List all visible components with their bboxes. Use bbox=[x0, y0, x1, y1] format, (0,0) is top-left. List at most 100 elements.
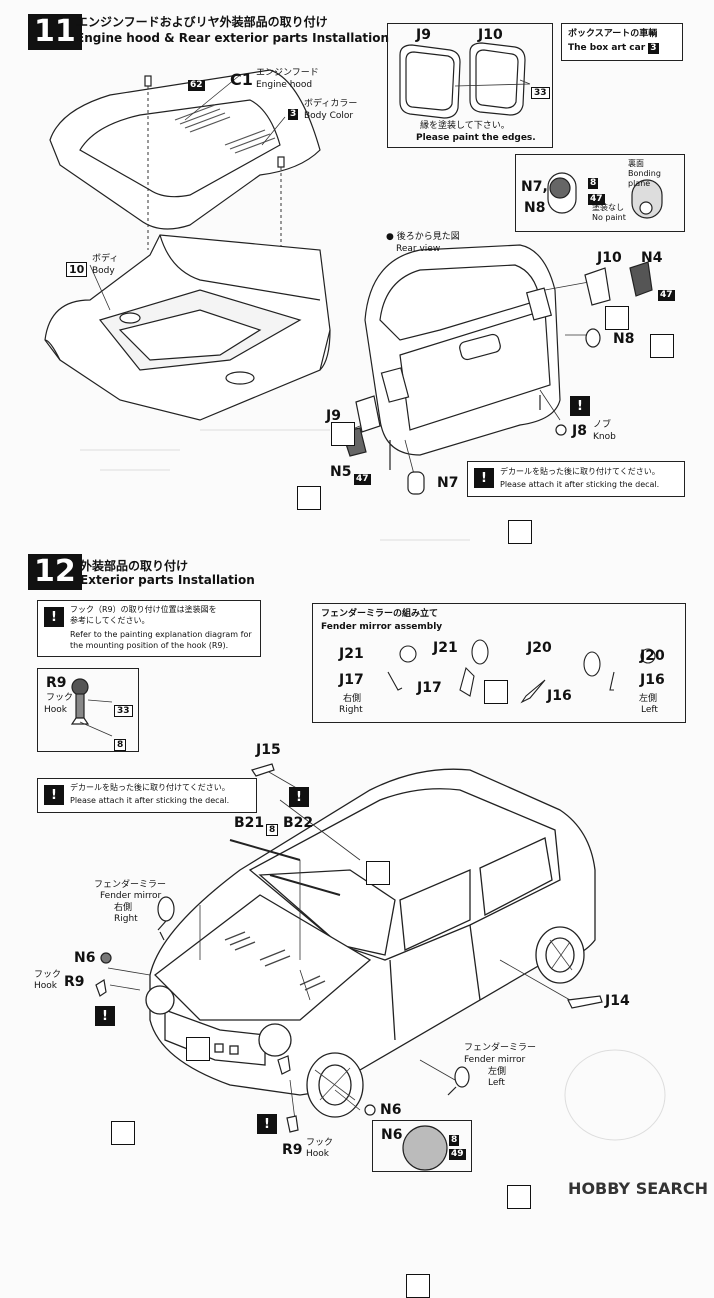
body-color-en: Body Color bbox=[304, 111, 354, 121]
watermark: HOBBY SEARCH bbox=[568, 1179, 708, 1198]
right-side-en: Right bbox=[114, 914, 138, 924]
j20-assembly-label: J20 bbox=[527, 640, 552, 656]
part-r9-label: R9 bbox=[64, 974, 85, 990]
left-side-en: Left bbox=[488, 1078, 505, 1088]
color-8-badge: 8 bbox=[588, 178, 599, 189]
decal-icon bbox=[186, 1037, 210, 1061]
part-r9-lower-label: R9 bbox=[282, 1142, 303, 1158]
lens-panel: J9 J10 33 縁を塗装して下さい。 Please paint the ed… bbox=[387, 23, 553, 148]
lens-j10-label: J10 bbox=[478, 27, 503, 43]
decal-icon bbox=[605, 306, 629, 330]
hook-part-panel: R9 フック Hook 33 8 bbox=[37, 668, 139, 752]
mirror-assembly-panel: フェンダーミラーの組み立て Fender mirror assembly J21… bbox=[312, 603, 686, 723]
hook-en: Hook bbox=[34, 981, 57, 991]
hook-note-en1: Refer to the painting explanation diagra… bbox=[70, 630, 252, 639]
part-n6-label: N6 bbox=[74, 950, 96, 966]
part-n7-label: N7 bbox=[437, 475, 459, 491]
step-number-11: 11 bbox=[28, 14, 82, 50]
rear-view-jp: ● 後ろから見た図 bbox=[386, 232, 460, 242]
boxart-jp: ボックスアートの車輌 bbox=[568, 29, 658, 39]
left-side-jp: 左側 bbox=[488, 1067, 507, 1077]
no-paint-jp: 塗装なし bbox=[592, 203, 624, 212]
color-47-badge: 47 bbox=[588, 194, 605, 205]
part-n4-label: N4 bbox=[641, 250, 663, 266]
back-side-jp: 裏面 bbox=[628, 159, 644, 168]
engine-hood-en: Engine hood bbox=[256, 80, 313, 90]
n6-color-49: 49 bbox=[449, 1149, 466, 1160]
decal-note2-en: Please attach it after sticking the deca… bbox=[70, 796, 230, 805]
decal-icon bbox=[111, 1121, 135, 1145]
step-number-12: 12 bbox=[28, 554, 82, 590]
decal-note2-panel: ! デカールを貼った後に取り付けてください。 Please attach it … bbox=[37, 778, 257, 813]
decal-icon bbox=[507, 1185, 531, 1209]
body-part-badge: 10 bbox=[66, 258, 88, 277]
glue-icon: ! bbox=[570, 396, 590, 416]
knob-jp: ノブ bbox=[593, 420, 612, 430]
hook-note-jp1: フック（R9）の取り付け位置は塗装図を bbox=[70, 605, 217, 614]
hook-jp: フック bbox=[46, 693, 74, 703]
n5-color-badge: 47 bbox=[354, 474, 371, 485]
body-en: Body bbox=[92, 266, 115, 276]
glue-icon: ! bbox=[257, 1114, 277, 1134]
decal-note2-jp: デカールを貼った後に取り付けてください。 bbox=[70, 783, 230, 792]
decal-icon bbox=[297, 486, 321, 510]
decal-icon bbox=[484, 680, 508, 704]
j17-right-label: J17 bbox=[339, 672, 364, 688]
lens-note-en: Please paint the edges. bbox=[416, 133, 536, 143]
n4-color-badge: 47 bbox=[658, 290, 675, 301]
hook-jp: フック bbox=[34, 970, 62, 980]
fender-mirror-right-en: Fender mirror bbox=[100, 891, 162, 901]
glue-icon: ! bbox=[95, 1006, 115, 1026]
part-n8-label: N8 bbox=[613, 331, 635, 347]
back-side-en: Bonding plane bbox=[628, 169, 661, 188]
glue-icon: ! bbox=[289, 787, 309, 807]
j17-assembly-label: J17 bbox=[417, 680, 442, 696]
lens-color-badge: 33 bbox=[531, 80, 550, 99]
part-n6-lower-label: N6 bbox=[380, 1102, 402, 1118]
knob-en: Knob bbox=[593, 432, 616, 442]
step11-title-jp: エンジンフードおよびリヤ外装部品の取り付け bbox=[76, 15, 328, 29]
part-j15-label: J15 bbox=[256, 742, 281, 758]
rear-view-en: Rear view bbox=[396, 244, 441, 254]
mirror-title-jp: フェンダーミラーの組み立て bbox=[321, 609, 439, 619]
body-color-badge: 3 bbox=[288, 109, 299, 120]
glue-icon: ! bbox=[44, 607, 64, 627]
no-paint-en: No paint bbox=[592, 213, 626, 222]
line-art bbox=[44, 42, 666, 1171]
left-jp: 左側 bbox=[639, 694, 658, 704]
decal-icon bbox=[331, 422, 355, 446]
left-en: Left bbox=[641, 705, 658, 715]
decal-icon bbox=[366, 861, 390, 885]
engine-hood-jp: エンジンフード bbox=[256, 68, 319, 78]
j16-left-label: J16 bbox=[640, 672, 665, 688]
body-jp: ボディ bbox=[92, 254, 119, 264]
part-j14-label: J14 bbox=[605, 993, 630, 1009]
hook-lower-jp: フック bbox=[306, 1138, 334, 1148]
glue-icon: ! bbox=[474, 468, 494, 488]
hook-color-33: 33 bbox=[114, 698, 133, 717]
hook-r9-label: R9 bbox=[46, 675, 67, 691]
part-j9-label: J9 bbox=[326, 408, 341, 424]
n8-label: N8 bbox=[524, 200, 546, 216]
part-n5-label: N5 bbox=[330, 464, 352, 480]
step12-title-en: Exterior parts Installation bbox=[80, 573, 255, 587]
step12-title-jp: 外装部品の取り付け bbox=[80, 559, 189, 573]
hook-en: Hook bbox=[44, 705, 67, 715]
fender-mirror-left-en: Fender mirror bbox=[464, 1055, 526, 1065]
mirror-title-en: Fender mirror assembly bbox=[321, 622, 443, 632]
n6-box-label: N6 bbox=[381, 1127, 403, 1143]
glue-icon: ! bbox=[44, 785, 64, 805]
right-side-jp: 右側 bbox=[114, 903, 133, 913]
j21-right-label: J21 bbox=[339, 646, 364, 662]
decal-icon bbox=[406, 1274, 430, 1298]
fender-mirror-right-jp: フェンダーミラー bbox=[94, 880, 167, 890]
boxart-panel: ボックスアートの車輌 The box art car 3 bbox=[561, 23, 683, 61]
part-b22-label: B22 bbox=[283, 815, 314, 831]
hook-note-en2: the mounting position of the hook (R9). bbox=[70, 641, 229, 650]
bonding-panel: N7, N8 8 47 塗装なし No paint 裏面 Bonding pla… bbox=[515, 154, 685, 232]
boxart-en: The box art car 3 bbox=[568, 43, 659, 54]
step11-title-en: Engine hood & Rear exterior parts Instal… bbox=[76, 31, 390, 45]
hook-note-panel: ! フック（R9）の取り付け位置は塗装図を 参考にしてください。 Refer t… bbox=[37, 600, 261, 657]
part-62-badge: 62 bbox=[188, 80, 205, 91]
right-jp: 右側 bbox=[343, 694, 362, 704]
